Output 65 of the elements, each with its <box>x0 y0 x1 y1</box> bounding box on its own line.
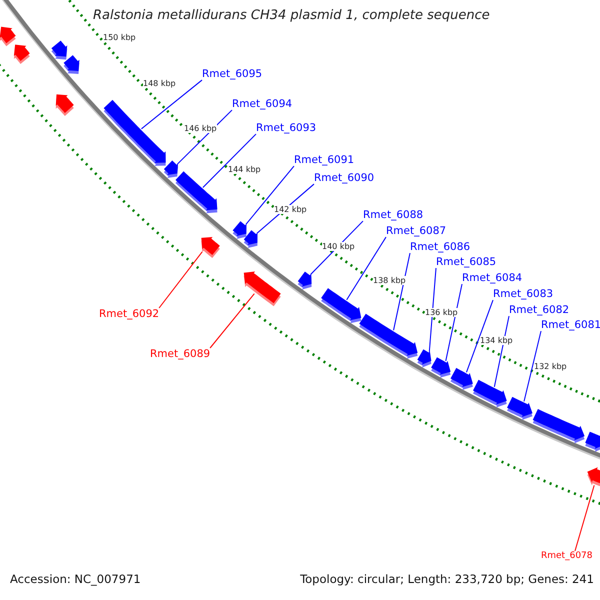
gene-feature <box>0 26 16 46</box>
title: Ralstonia metallidurans CH34 plasmid 1, complete sequence <box>93 9 490 24</box>
gene-feature <box>473 380 507 408</box>
gene-feature <box>417 349 432 368</box>
gene-feature <box>321 288 362 324</box>
gene-feature <box>164 160 178 178</box>
gene-label: Rmet_6085 <box>436 256 496 268</box>
scale-label: 148 kbp <box>143 79 176 88</box>
scale-label: 144 kbp <box>228 165 261 174</box>
scale-label: 142 kbp <box>274 205 307 214</box>
scale-label: 146 kbp <box>184 124 217 134</box>
scale-label: 140 kbp <box>322 242 355 252</box>
gene-feature <box>176 171 218 214</box>
summary-text: Topology: circular; Length: 233,720 bp; Genes: 241 <box>300 573 594 586</box>
leader-line <box>494 316 510 388</box>
gene-label: Rmet_6095 <box>202 68 262 80</box>
gene-feature <box>244 230 258 248</box>
scale-label: 132 kbp <box>534 362 567 372</box>
gene-feature <box>585 432 600 452</box>
gene-feature <box>64 55 80 74</box>
leader-line <box>445 284 462 362</box>
scale-label: 134 kbp <box>480 336 513 346</box>
scale-label: 138 kbp <box>373 276 406 286</box>
gene-feature <box>587 467 600 489</box>
leader-line <box>158 251 203 308</box>
gene-feature <box>359 314 418 359</box>
gene-label: Rmet_6084 <box>462 272 522 284</box>
gene-label: Rmet_6088 <box>363 209 424 222</box>
gene-label: Rmet_6087 <box>386 225 446 238</box>
leader-line <box>524 330 542 402</box>
gene-label: Rmet_6082 <box>509 304 570 316</box>
gene-label: Rmet_6078 <box>541 551 592 562</box>
gene-feature <box>450 368 473 390</box>
gene-label: Rmet_6089 <box>150 348 210 360</box>
gene-label: Rmet_6093 <box>256 122 316 134</box>
gene-label: Rmet_6090 <box>314 172 374 184</box>
leader-line <box>176 110 232 165</box>
leader-line <box>466 300 494 373</box>
leader-line <box>210 293 255 348</box>
gene-feature <box>507 396 532 420</box>
gene-feature <box>104 100 166 166</box>
scale-label: 150 kbp <box>103 33 136 42</box>
gene-label: Rmet_6094 <box>232 98 292 110</box>
leader-line <box>245 166 294 225</box>
gene-label: Rmet_6083 <box>493 288 554 300</box>
leader-line <box>428 268 436 352</box>
gene-feature <box>532 409 585 444</box>
gene-feature <box>244 272 281 306</box>
gene-label: Rmet_6091 <box>294 154 354 166</box>
accession-text: Accession: NC_007971 <box>10 573 141 586</box>
gene-feature <box>51 40 68 60</box>
gene-label: Rmet_6086 <box>410 241 470 254</box>
gene-label: Rmet_6081 <box>541 319 600 332</box>
gene-feature <box>232 221 246 239</box>
gene-feature <box>298 272 312 290</box>
gene-label: Rmet_6092 <box>99 308 160 320</box>
leader-line <box>140 80 202 130</box>
leader-line <box>346 236 386 300</box>
gene-feature <box>201 237 220 258</box>
gene-feature <box>431 357 451 378</box>
gene-feature <box>14 44 30 64</box>
gene-feature <box>56 94 74 116</box>
leader-line <box>393 252 410 331</box>
scale-label: 136 kbp <box>425 308 458 318</box>
leader-line <box>202 134 256 188</box>
